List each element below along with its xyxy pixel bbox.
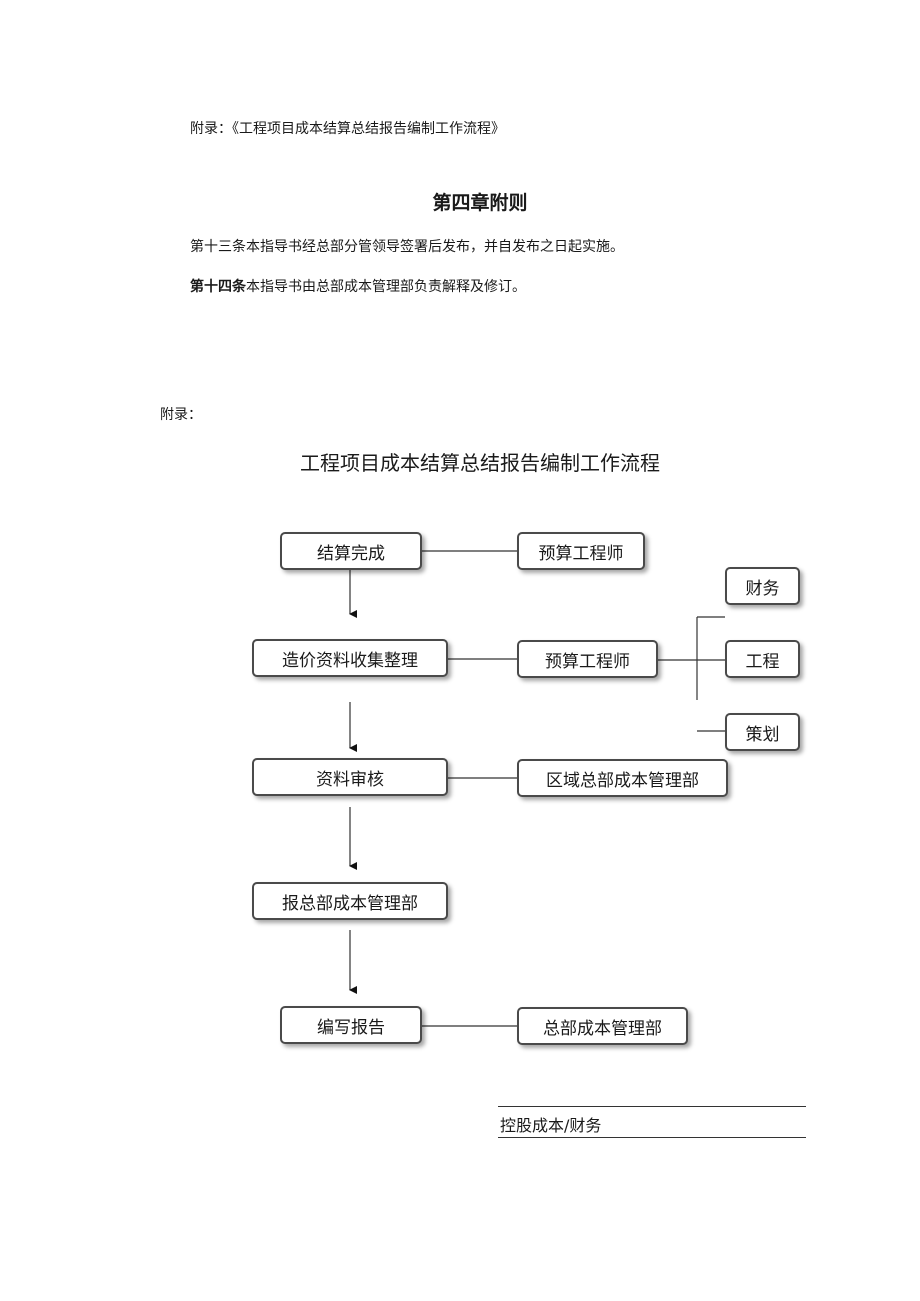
appendix-label: 附录： xyxy=(160,407,202,423)
department-planning: 策划 xyxy=(725,713,800,751)
responsible-budget-engineer-1: 预算工程师 xyxy=(517,532,645,570)
flow-step-collect-cost-data: 造价资料收集整理 xyxy=(252,639,448,677)
flow-step-label: 造价资料收集整理 xyxy=(282,650,418,671)
chapter-heading: 第四章附则 xyxy=(432,192,528,214)
responsible-label: 总部成本管理部 xyxy=(543,1018,662,1039)
flowchart-title: 工程项目成本结算总结报告编制工作流程 xyxy=(300,451,660,475)
footer-text: 控股成本/财务 xyxy=(500,1116,602,1135)
responsible-regional-cost-dept: 区域总部成本管理部 xyxy=(517,759,728,797)
responsible-label: 预算工程师 xyxy=(538,543,624,564)
department-finance: 财务 xyxy=(725,567,800,605)
department-engineering: 工程 xyxy=(725,640,800,678)
article-13: 第十三条本指导书经总部分管领导签署后发布，并自发布之日起实施。 xyxy=(190,239,624,255)
responsible-label: 预算工程师 xyxy=(545,651,630,672)
article-14-body: 本指导书由总部成本管理部负责解释及修订。 xyxy=(246,279,526,295)
flow-step-label: 报总部成本管理部 xyxy=(282,893,418,914)
article-14: 第十四条本指导书由总部成本管理部负责解释及修订。 xyxy=(190,276,526,296)
appendix-note: 附录：《工程项目成本结算总结报告编制工作流程》 xyxy=(190,121,505,137)
footer-rule-top xyxy=(498,1106,806,1107)
responsible-label: 区域总部成本管理部 xyxy=(546,770,699,791)
department-label: 工程 xyxy=(745,651,780,672)
department-label: 财务 xyxy=(745,578,780,599)
responsible-budget-engineer-2: 预算工程师 xyxy=(517,640,658,678)
flow-step-settlement-complete: 结算完成 xyxy=(280,532,422,570)
article-14-lead: 第十四条 xyxy=(190,279,246,295)
flow-step-label: 结算完成 xyxy=(317,543,385,564)
flow-step-label: 资料审核 xyxy=(316,769,384,790)
footer-rule-bottom xyxy=(498,1137,806,1138)
responsible-hq-cost-dept: 总部成本管理部 xyxy=(517,1007,688,1045)
flow-step-data-review: 资料审核 xyxy=(252,758,448,796)
flow-step-report-to-hq: 报总部成本管理部 xyxy=(252,882,448,920)
department-label: 策划 xyxy=(745,724,780,745)
flow-step-label: 编写报告 xyxy=(317,1017,385,1038)
flow-step-write-report: 编写报告 xyxy=(280,1006,422,1044)
